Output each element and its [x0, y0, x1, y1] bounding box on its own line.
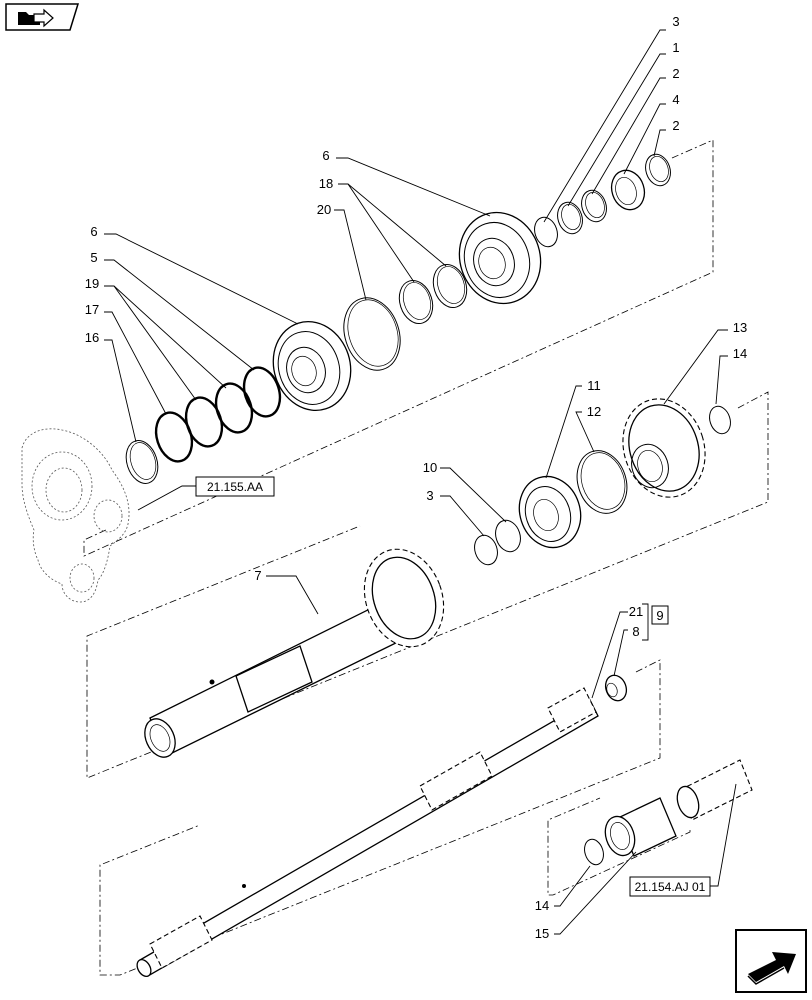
- callout-20: 20: [317, 202, 331, 217]
- transmission-housing: [21, 428, 130, 603]
- hollow-shaft-7: [144, 548, 445, 758]
- washer-1: [557, 201, 583, 235]
- washer-2-b: [645, 153, 671, 187]
- circlip-18-a: [398, 280, 434, 324]
- callout-12: 12: [587, 404, 601, 419]
- assembly-boundary-small: [547, 797, 691, 896]
- callout-3-top: 3: [672, 14, 679, 29]
- o-ring-17b: [154, 411, 194, 463]
- splined-shaft-end: [676, 759, 753, 821]
- callout-13: 13: [733, 320, 747, 335]
- reference-21-155-aa-text: 21.155.AA: [207, 480, 263, 494]
- callout-2-a: 2: [672, 66, 679, 81]
- reference-21-154-aj-01[interactable]: 21.154.AJ 01: [629, 876, 711, 897]
- callout-16: 16: [85, 330, 99, 345]
- needle-bearing-4: [610, 169, 646, 211]
- ball-bearing-11: [518, 475, 582, 549]
- bush-8: [604, 674, 628, 702]
- ball-bearing-6-upper: [458, 211, 542, 305]
- washer-2-a: [581, 189, 607, 223]
- assembly-boundary-upper: [83, 139, 714, 557]
- reference-21-154-aj-01-text: 21.154.AJ 01: [635, 880, 706, 894]
- circlip-3-upper: [534, 216, 558, 248]
- circlip-14-lower: [584, 838, 604, 866]
- callout-10: 10: [423, 460, 437, 475]
- callout-8: 8: [632, 624, 639, 639]
- callout-labels: 3 1 2 4 2 6 18 20 6 5 19 17 16 13 14 11 …: [85, 14, 747, 941]
- main-shaft: [136, 687, 599, 978]
- callout-3-lower: 3: [426, 488, 433, 503]
- folder-arrow-icon[interactable]: [5, 3, 80, 31]
- callout-5: 5: [90, 250, 97, 265]
- callout-18: 18: [319, 176, 333, 191]
- circlip-14-upper: [709, 405, 731, 435]
- coupling-sleeve-15: [604, 797, 677, 857]
- circlip-12: [576, 450, 628, 514]
- circlip-20: [343, 297, 401, 371]
- next-page-arrow-icon[interactable]: [735, 929, 807, 993]
- gear-13: [622, 398, 706, 498]
- callout-19: 19: [85, 276, 99, 291]
- callout-11: 11: [587, 378, 601, 393]
- callout-1: 1: [672, 40, 679, 55]
- o-ring-17a: [184, 396, 224, 448]
- callout-17: 17: [85, 302, 99, 317]
- callout-9: 9: [656, 608, 663, 623]
- callout-15: 15: [535, 926, 549, 941]
- callout-14-lower: 14: [535, 898, 549, 913]
- circlip-3-lower: [474, 534, 498, 566]
- callout-7: 7: [254, 568, 261, 583]
- leader-lines: [104, 29, 737, 935]
- callout-6-lower: 6: [90, 224, 97, 239]
- o-ring-5: [242, 366, 282, 418]
- circlip-10: [495, 519, 521, 553]
- callout-2-b: 2: [672, 118, 679, 133]
- ball-bearing-6-lower: [272, 320, 352, 412]
- assembly-boundary-lower: [99, 659, 661, 976]
- callout-4: 4: [672, 92, 679, 107]
- reference-21-155-aa[interactable]: 21.155.AA: [195, 476, 275, 497]
- circlip-18-b: [432, 264, 468, 308]
- callout-6-upper: 6: [322, 148, 329, 163]
- circlip-16: [125, 440, 159, 484]
- callout-21: 21: [629, 604, 643, 619]
- callout-14-upper: 14: [733, 346, 747, 361]
